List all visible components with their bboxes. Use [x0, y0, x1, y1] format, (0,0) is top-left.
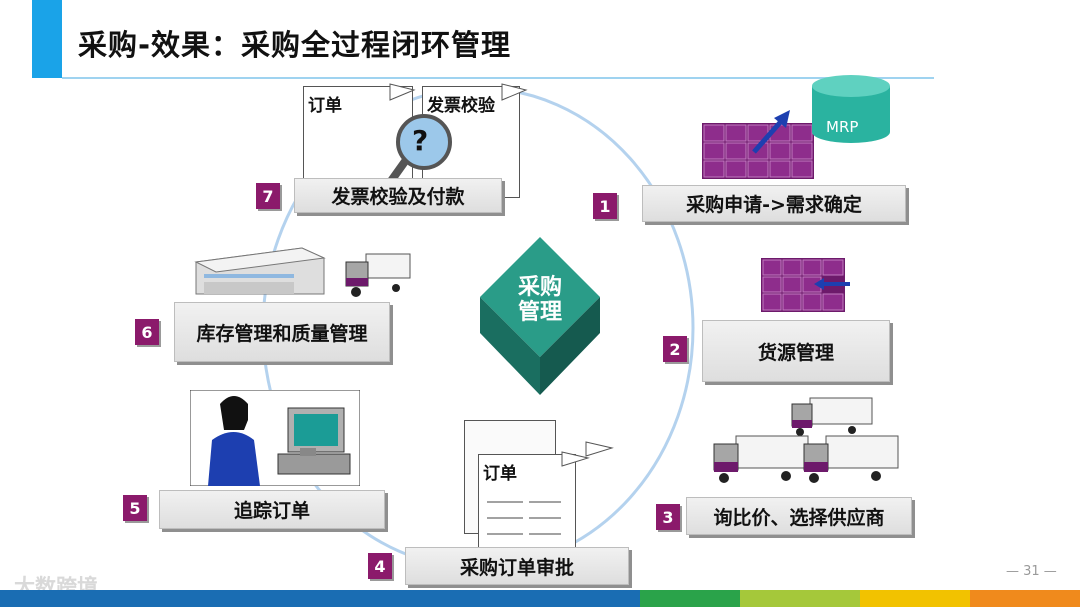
step-6-number: 6 — [135, 319, 159, 345]
magnifier-question-mark: ? — [412, 124, 429, 157]
footer-band-green — [640, 590, 740, 607]
footer-band-orange — [970, 590, 1080, 607]
step-1-purchase-request: 采购申请->需求确定 — [642, 185, 906, 222]
document-lines — [487, 501, 561, 535]
footer-band-lime — [740, 590, 860, 607]
order-document-front-title: 订单 — [483, 464, 517, 484]
center-label: 采购 管理 — [508, 275, 572, 325]
footer-band-blue — [0, 590, 640, 607]
document-flag-icon — [501, 83, 528, 101]
trucks-icon — [713, 397, 899, 483]
step-1-number: 1 — [593, 193, 617, 219]
page-title: 采购-效果：采购全过程闭环管理 — [78, 28, 512, 62]
order-document: 订单 — [303, 86, 413, 190]
warehouse-truck-icon — [194, 247, 411, 297]
left-arrow-icon — [814, 278, 850, 290]
invoice-document-title: 发票校验 — [427, 96, 495, 116]
operator-computer-icon — [190, 390, 360, 486]
footer-band-yellow — [860, 590, 970, 607]
title-accent-bar — [32, 0, 62, 78]
document-flag-icon — [389, 83, 416, 101]
step-5-order-tracking: 追踪订单 — [159, 490, 385, 529]
step-3-number: 3 — [656, 504, 680, 530]
database-icon — [812, 75, 890, 143]
center-label-line2: 管理 — [517, 300, 562, 325]
step-4-order-approval: 采购订单审批 — [405, 547, 629, 585]
title-divider — [62, 77, 934, 79]
step-4-number: 4 — [368, 553, 392, 579]
up-arrow-icon — [752, 110, 790, 154]
document-flag-icon — [561, 451, 590, 467]
center-label-line1: 采购 — [517, 275, 562, 300]
step-3-supplier-selection: 询比价、选择供应商 — [686, 497, 912, 535]
page-number: — 31 — — [1006, 564, 1057, 579]
step-7-number: 7 — [256, 183, 280, 209]
step-5-number: 5 — [123, 495, 147, 521]
mrp-label: MRP — [826, 118, 859, 136]
step-2-source-management: 货源管理 — [702, 320, 890, 382]
step-6-inventory-quality: 库存管理和质量管理 — [174, 302, 390, 362]
step-7-invoice-payment: 发票校验及付款 — [294, 178, 502, 213]
document-flag-icon — [585, 441, 614, 457]
order-document-title: 订单 — [308, 96, 342, 116]
step-2-number: 2 — [663, 336, 687, 362]
center-diamond — [480, 237, 600, 395]
